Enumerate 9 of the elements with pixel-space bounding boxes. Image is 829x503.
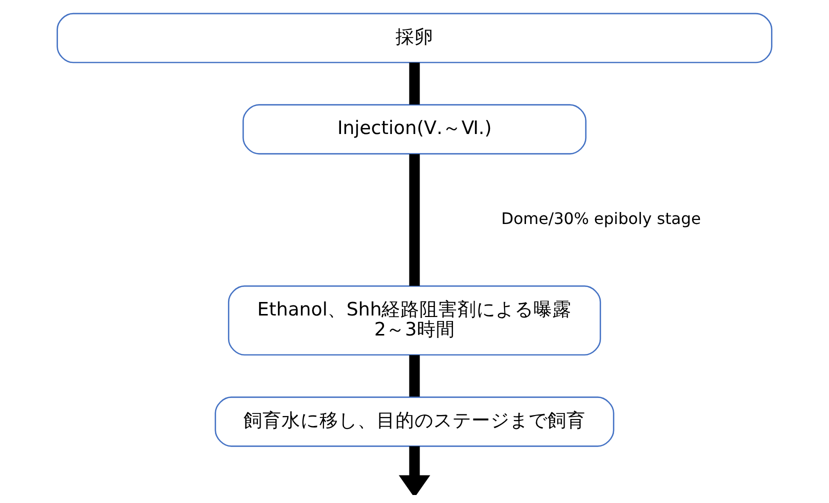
node-box: 飼育水に移し、目的のステージまで飼育: [214, 396, 614, 447]
label: Dome/30% epiboly stage: [501, 209, 701, 228]
node-box: 採卵: [56, 12, 772, 64]
arrow: [398, 446, 430, 495]
connector: [409, 355, 420, 397]
node-box: Injection(Ⅴ.～Ⅵ.): [242, 104, 586, 154]
node-box: Ethanol、Shh経路阻害剤による曝露 2～3時間: [228, 285, 602, 356]
connector: [409, 62, 420, 105]
connector: [409, 154, 420, 286]
